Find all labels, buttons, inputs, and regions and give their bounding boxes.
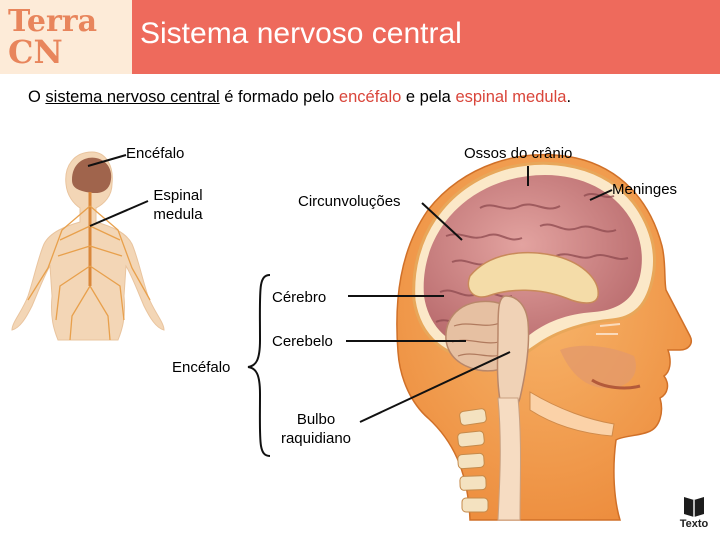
body-figure	[12, 152, 164, 340]
label-cerebro: Cérebro	[272, 289, 326, 306]
label-bulbo-raquidiano: Bulbo raquidiano	[268, 410, 364, 448]
publisher-logo: Texto	[674, 494, 714, 530]
label-meninges: Meninges	[612, 181, 677, 198]
label-cerebelo: Cerebelo	[272, 333, 333, 350]
label-encefalo-brace: Encéfalo	[172, 359, 230, 376]
label-circunvolucoes: Circunvoluções	[298, 193, 401, 210]
head-cross-section	[397, 155, 691, 520]
publisher-name: Texto	[674, 518, 714, 530]
label-encefalo-figure: Encéfalo	[126, 145, 184, 162]
label-ossos-do-cranio: Ossos do crânio	[464, 145, 572, 162]
label-espinal-medula: Espinal medula	[140, 186, 216, 224]
